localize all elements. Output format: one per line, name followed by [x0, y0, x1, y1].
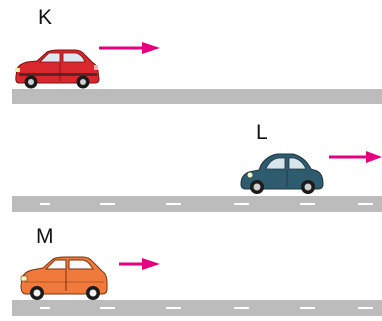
- car-l-label: L: [256, 121, 268, 144]
- car-k: [15, 49, 100, 89]
- row-k: K: [12, 6, 382, 104]
- car-m: [20, 256, 108, 300]
- car-k-label: K: [38, 6, 52, 29]
- road-m: [12, 300, 382, 316]
- arrow-l: [329, 151, 382, 163]
- arrow-m: [119, 258, 160, 270]
- car-l: [240, 153, 324, 194]
- row-m: M: [12, 225, 382, 316]
- row-l: L: [12, 121, 382, 212]
- car-m-label: M: [36, 225, 54, 248]
- road-k: [12, 89, 382, 104]
- arrow-k: [99, 42, 160, 54]
- road-l: [12, 196, 382, 212]
